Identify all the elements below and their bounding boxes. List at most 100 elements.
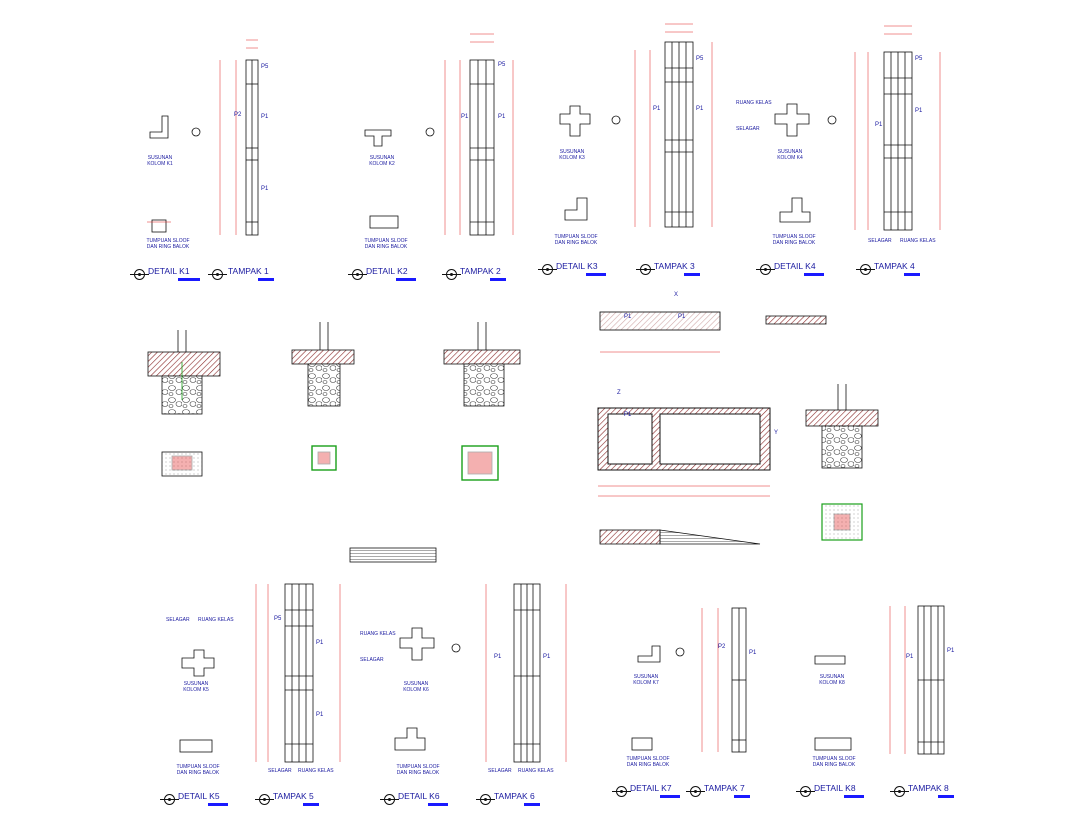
- tampak-1-marker-icon: [208, 269, 227, 280]
- label-p1: P1: [494, 654, 502, 660]
- note-susunan-k8: SUSUNAN KOLOM K8: [819, 674, 845, 686]
- label-p1: P1: [261, 186, 269, 192]
- tampak-2-marker-icon: [442, 269, 461, 280]
- scale-bar: [524, 803, 540, 806]
- label-p1: P1: [316, 712, 324, 718]
- detail-k4-marker-icon: [756, 264, 775, 275]
- scale-bar: [804, 273, 824, 276]
- note-tumpuan-k3: TUMPUAN SLOOF DAN RING BALOK: [554, 234, 598, 246]
- title-tampak-1: TAMPAK 1: [228, 266, 269, 276]
- note-susunan-k7: SUSUNAN KOLOM K7: [633, 674, 659, 686]
- tampak-5-elevation: [255, 583, 341, 763]
- plan-k2: [364, 129, 399, 229]
- label-p2: P2: [234, 112, 242, 118]
- label-p1: P1: [498, 114, 506, 120]
- note-tumpuan-k2: TUMPUAN SLOOF DAN RING BALOK: [364, 238, 408, 250]
- note-ruang-kelas-t6: RUANG KELAS: [518, 768, 554, 774]
- label-p1: P1: [875, 122, 883, 128]
- footing-section-1: [147, 330, 221, 477]
- label-p1: P1: [678, 314, 686, 320]
- label-p5: P5: [261, 64, 269, 70]
- scale-bar: [586, 273, 606, 276]
- footing-section-3: [443, 322, 521, 481]
- note-selagar-t4: SELAGAR: [868, 238, 892, 244]
- scale-bar: [904, 273, 920, 276]
- detail-k6-marker-icon: [380, 794, 399, 805]
- scale-bar: [303, 803, 319, 806]
- tampak-7-elevation: [701, 607, 747, 753]
- label-z: Z: [617, 390, 621, 396]
- label-p1: P1: [915, 108, 923, 114]
- scale-bar: [734, 795, 750, 798]
- scale-bar: [396, 278, 416, 281]
- note-ruang-kelas-t4: RUANG KELAS: [900, 238, 936, 244]
- note-susunan-k2: SUSUNAN KOLOM K2: [369, 155, 395, 167]
- beam-section-top: [599, 311, 827, 353]
- label-p1: P1: [696, 106, 704, 112]
- note-tumpuan-k7: TUMPUAN SLOOF DAN RING BALOK: [626, 756, 670, 768]
- tampak-6-elevation: [485, 583, 567, 763]
- label-p1: P1: [261, 114, 269, 120]
- label-x: X: [674, 292, 679, 298]
- scale-bar: [684, 273, 700, 276]
- note-selagar-t5: SELAGAR: [268, 768, 292, 774]
- note-susunan-k3: SUSUNAN KOLOM K3: [559, 149, 585, 161]
- scale-bar: [178, 278, 200, 281]
- title-detail-k5: DETAIL K5: [178, 791, 220, 801]
- label-p5: P5: [915, 56, 923, 62]
- label-p1: P1: [543, 654, 551, 660]
- plan-k3: [559, 105, 591, 221]
- label-p1: P1: [749, 650, 757, 656]
- label-p1: P1: [624, 412, 632, 418]
- title-tampak-2: TAMPAK 2: [460, 266, 501, 276]
- note-ruang-kelas-k4: RUANG KELAS: [736, 100, 772, 106]
- tampak-2-elevation: [444, 33, 514, 236]
- plan-k1: [147, 115, 171, 233]
- title-detail-k2: DETAIL K2: [366, 266, 408, 276]
- scale-bar: [490, 278, 506, 281]
- scale-bar: [258, 278, 274, 281]
- note-tumpuan-k4: TUMPUAN SLOOF DAN RING BALOK: [772, 234, 816, 246]
- label-p5: P5: [498, 62, 506, 68]
- title-detail-k8: DETAIL K8: [814, 783, 856, 793]
- title-tampak-8: TAMPAK 8: [908, 783, 949, 793]
- note-tumpuan-k1: TUMPUAN SLOOF DAN RING BALOK: [146, 238, 190, 250]
- note-ruang-kelas-t5: RUANG KELAS: [298, 768, 334, 774]
- scale-bar: [844, 795, 864, 798]
- label-p1: P1: [947, 648, 955, 654]
- scale-bar: [428, 803, 448, 806]
- note-tumpuan-k8: TUMPUAN SLOOF DAN RING BALOK: [812, 756, 856, 768]
- detail-k5-marker-icon: [160, 794, 179, 805]
- title-detail-k4: DETAIL K4: [774, 261, 816, 271]
- note-tumpuan-k6: TUMPUAN SLOOF DAN RING BALOK: [396, 764, 440, 776]
- scale-bar: [208, 803, 228, 806]
- detail-k3-marker-icon: [538, 264, 557, 275]
- scale-bar: [660, 795, 680, 798]
- detail-k7-marker-icon: [612, 786, 631, 797]
- tampak-8-marker-icon: [890, 786, 909, 797]
- note-selagar-k6: SELAGAR: [360, 657, 384, 663]
- label-p2: P2: [718, 644, 726, 650]
- plan-k4: [774, 103, 811, 223]
- title-detail-k1: DETAIL K1: [148, 266, 190, 276]
- tampak-1-elevation: [219, 39, 259, 236]
- footing-section-2: [291, 322, 355, 471]
- label-p1: P1: [316, 640, 324, 646]
- beam-section-large: [597, 407, 771, 497]
- note-ruang-kelas-k6: RUANG KELAS: [360, 631, 396, 637]
- tampak-3-marker-icon: [636, 264, 655, 275]
- label-p1: P1: [461, 114, 469, 120]
- title-detail-k6: DETAIL K6: [398, 791, 440, 801]
- title-tampak-3: TAMPAK 3: [654, 261, 695, 271]
- detail-k2-marker-icon: [348, 269, 367, 280]
- tampak-6-marker-icon: [476, 794, 495, 805]
- title-tampak-7: TAMPAK 7: [704, 783, 745, 793]
- footing-section-4: [805, 384, 879, 541]
- detail-k8-marker-icon: [796, 786, 815, 797]
- label-y: Y: [774, 430, 779, 436]
- note-selagar-t6: SELAGAR: [488, 768, 512, 774]
- tampak-4-elevation: [854, 25, 941, 231]
- note-susunan-k6: SUSUNAN KOLOM K6: [403, 681, 429, 693]
- title-tampak-4: TAMPAK 4: [874, 261, 915, 271]
